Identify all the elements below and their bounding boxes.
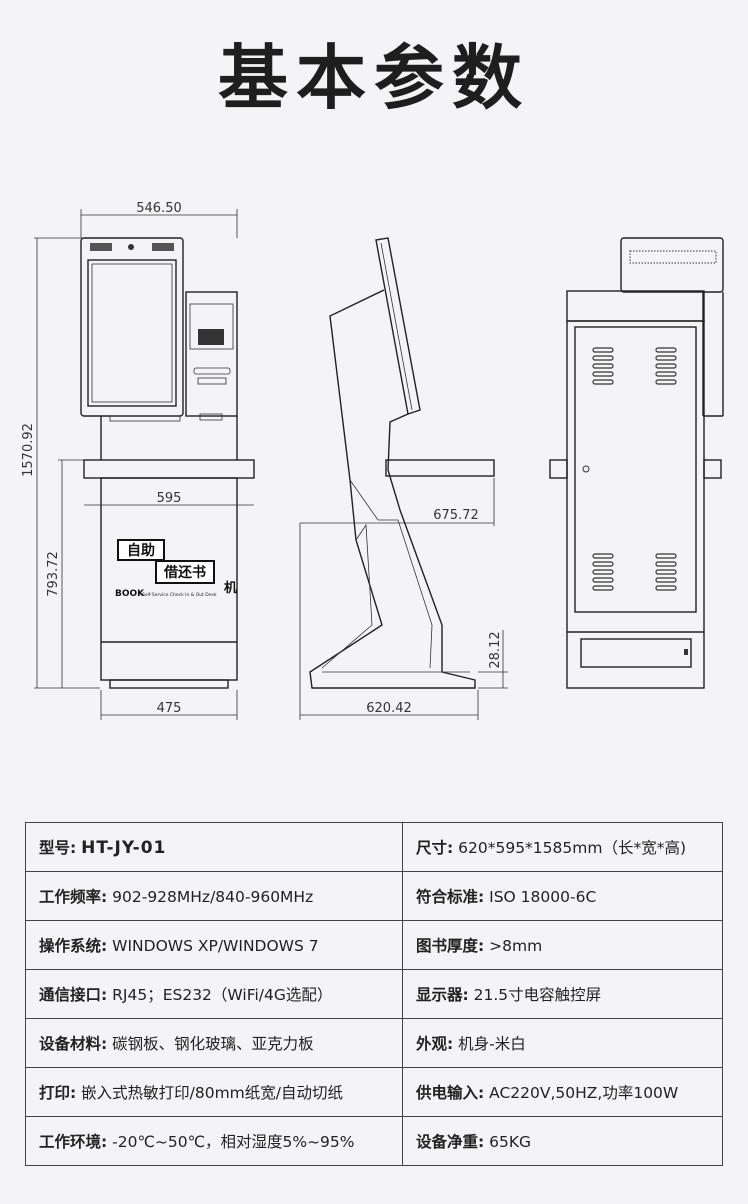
spec-label: 外观:	[416, 1035, 454, 1053]
spec-cell: 符合标准: ISO 18000-6C	[402, 871, 723, 921]
spec-label: 型号:	[39, 839, 77, 857]
dim-side-base-depth: 620.42	[366, 701, 412, 716]
spec-label: 供电输入:	[416, 1084, 485, 1102]
sticker-line1: 自助	[127, 542, 155, 559]
spec-cell: 工作环境: -20℃~50℃，相对湿度5%~95%	[25, 1116, 403, 1166]
sticker-line2: 借还书	[163, 564, 206, 581]
spec-value: >8mm	[489, 937, 543, 955]
spec-value: RJ45；ES232（WiFi/4G选配）	[112, 986, 333, 1004]
spec-cell: 工作频率: 902-928MHz/840-960MHz	[25, 871, 403, 921]
spec-label: 设备净重:	[416, 1133, 485, 1151]
dim-front-top-width: 546.50	[136, 201, 182, 216]
back-view	[549, 237, 724, 689]
spec-value: -20℃~50℃，相对湿度5%~95%	[112, 1133, 355, 1151]
side-view: 675.72 620.42 28.12	[299, 237, 508, 720]
dim-base-width: 475	[157, 701, 182, 716]
spec-cell: 供电输入: AC220V,50HZ,功率100W	[402, 1067, 723, 1117]
dim-desk-width: 595	[157, 491, 182, 506]
spec-value: 65KG	[489, 1133, 532, 1151]
spec-label: 打印:	[39, 1084, 77, 1102]
spec-value: 620*595*1585mm（长*宽*高)	[458, 839, 687, 857]
spec-label: 通信接口:	[39, 986, 108, 1004]
spec-cell: 通信接口: RJ45；ES232（WiFi/4G选配）	[25, 969, 403, 1019]
spec-cell: 设备净重: 65KG	[402, 1116, 723, 1166]
dim-side-base-height: 28.12	[488, 631, 503, 668]
spec-value: 嵌入式热敏打印/80mm纸宽/自动切纸	[81, 1084, 344, 1102]
spec-cell: 图书厚度: >8mm	[402, 920, 723, 970]
spec-value: ISO 18000-6C	[489, 888, 597, 906]
spec-value: 902-928MHz/840-960MHz	[112, 888, 314, 906]
spec-cell: 操作系统: WINDOWS XP/WINDOWS 7	[25, 920, 403, 970]
spec-label: 设备材料:	[39, 1035, 108, 1053]
front-view: 546.50 1570.92 793.72	[21, 201, 255, 720]
spec-row: 工作环境: -20℃~50℃，相对湿度5%~95%设备净重: 65KG	[25, 1116, 723, 1166]
spec-row: 设备材料: 碳钢板、钢化玻璃、亚克力板外观: 机身-米白	[25, 1018, 723, 1068]
spec-cell: 设备材料: 碳钢板、钢化玻璃、亚克力板	[25, 1018, 403, 1068]
spec-row: 通信接口: RJ45；ES232（WiFi/4G选配）显示器: 21.5寸电容触…	[25, 969, 723, 1019]
brand-logo: BOOK	[115, 589, 145, 599]
spec-value: HT-JY-01	[81, 838, 167, 858]
spec-label: 显示器:	[416, 986, 469, 1004]
spec-row: 打印: 嵌入式热敏打印/80mm纸宽/自动切纸供电输入: AC220V,50HZ…	[25, 1067, 723, 1117]
spec-label: 符合标准:	[416, 888, 485, 906]
dim-desk-height: 793.72	[46, 551, 61, 597]
spec-cell: 型号: HT-JY-01	[25, 822, 403, 872]
spec-value: 机身-米白	[458, 1035, 526, 1053]
spec-cell: 尺寸: 620*595*1585mm（长*宽*高)	[402, 822, 723, 872]
spec-label: 图书厚度:	[416, 937, 485, 955]
spec-value: 碳钢板、钢化玻璃、亚克力板	[112, 1035, 314, 1053]
sticker-line3: 机	[224, 580, 237, 596]
spec-cell: 显示器: 21.5寸电容触控屏	[402, 969, 723, 1019]
spec-label: 尺寸:	[416, 839, 454, 857]
spec-label: 工作环境:	[39, 1133, 108, 1151]
spec-label: 操作系统:	[39, 937, 108, 955]
dim-side-desk-depth: 675.72	[433, 508, 479, 523]
spec-label: 工作频率:	[39, 888, 108, 906]
dim-total-height: 1570.92	[21, 423, 36, 477]
page-title: 基本参数	[218, 37, 530, 119]
spec-value: AC220V,50HZ,功率100W	[489, 1084, 679, 1102]
brand-subtitle: Self-Service Check In & Out Desk	[142, 592, 217, 598]
technical-drawing: 546.50 1570.92 793.72	[21, 201, 724, 720]
spec-cell: 打印: 嵌入式热敏打印/80mm纸宽/自动切纸	[25, 1067, 403, 1117]
spec-value: 21.5寸电容触控屏	[473, 986, 602, 1004]
spec-value: WINDOWS XP/WINDOWS 7	[112, 937, 319, 955]
spec-cell: 外观: 机身-米白	[402, 1018, 723, 1068]
